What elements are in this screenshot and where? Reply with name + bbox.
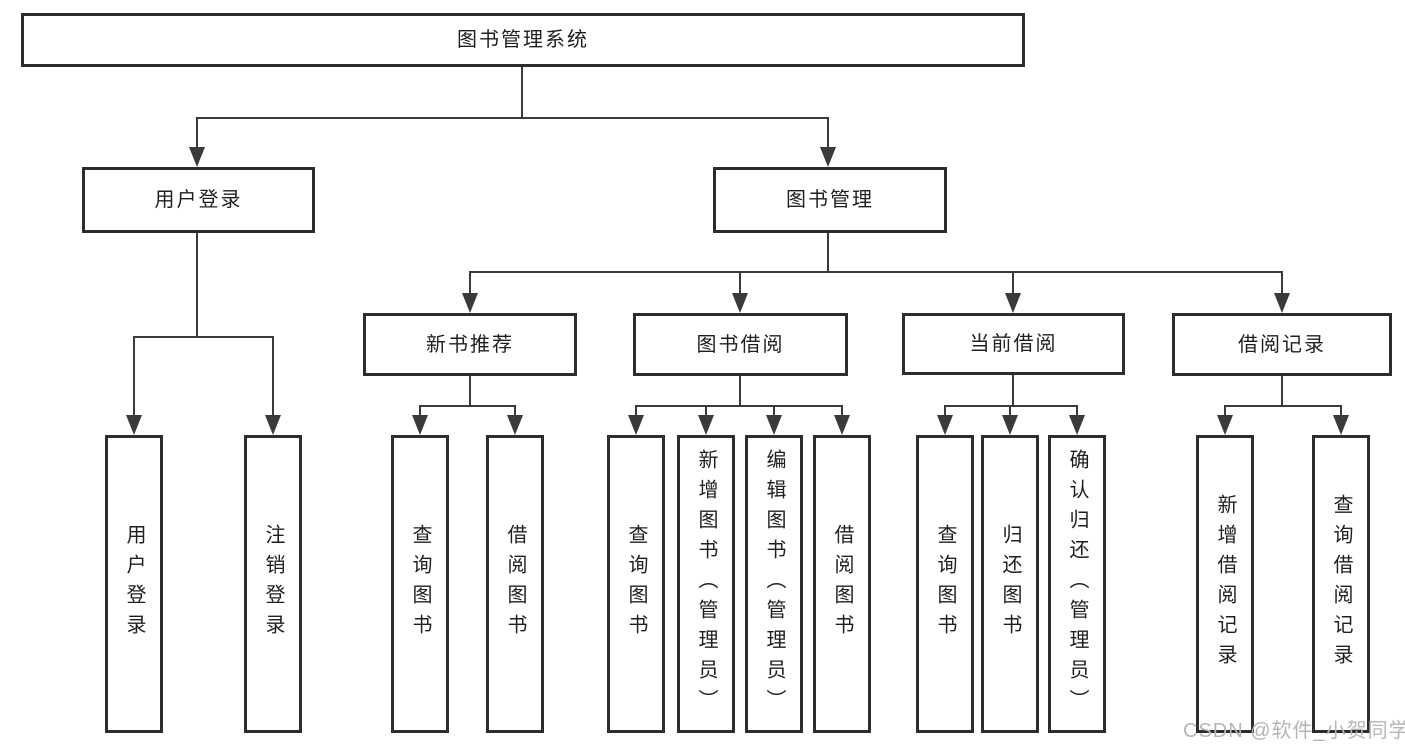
connector-drop-leaf xyxy=(419,405,421,418)
connector-user-login-bar xyxy=(133,336,274,338)
node-new-book-recommendation: 新书推荐 xyxy=(363,313,577,376)
connector-bar-new-book xyxy=(419,405,516,407)
leaf-query-borrow-record: 查询借阅记录 xyxy=(1312,435,1370,733)
node-book-borrowing: 图书借阅 xyxy=(633,313,848,376)
leaf-user-login: 用户登录 xyxy=(105,435,163,733)
connector-drop-current-borrow xyxy=(1012,271,1014,298)
connector-bar-borrow-records xyxy=(1224,405,1341,407)
connector-drop-leaf xyxy=(773,405,775,418)
leaf-query-books-borrowing: 查询图书 xyxy=(607,435,665,733)
node-user-login: 用户登录 xyxy=(82,167,315,233)
arrow-down-icon xyxy=(1002,415,1018,435)
connector-drop-leaf-login xyxy=(133,336,135,418)
node-borrowing-records: 借阅记录 xyxy=(1172,313,1392,376)
leaf-query-books-current: 查询图书 xyxy=(916,435,974,733)
arrow-down-icon xyxy=(628,415,644,435)
arrow-down-icon xyxy=(189,147,205,167)
connector-level1-bar xyxy=(197,117,829,119)
leaf-return-books: 归还图书 xyxy=(981,435,1039,733)
arrow-down-icon xyxy=(820,147,836,167)
connector-root-trunk xyxy=(521,67,523,118)
node-root-library-management-system: 图书管理系统 xyxy=(21,13,1025,67)
leaf-edit-books-admin: 编辑图书（管理员） xyxy=(745,435,803,733)
leaf-add-books-admin: 新增图书（管理员） xyxy=(677,435,735,733)
arrow-down-icon xyxy=(1333,415,1349,435)
connector-stem-current-borrow xyxy=(1012,375,1014,407)
connector-drop-leaf-logout xyxy=(272,336,274,418)
leaf-logout: 注销登录 xyxy=(244,435,302,733)
leaf-borrow-books-recommend: 借阅图书 xyxy=(486,435,544,733)
connector-drop-user-login xyxy=(196,117,198,150)
connector-drop-new-book xyxy=(469,271,471,298)
connector-drop-leaf xyxy=(1340,405,1342,418)
connector-book-mgmt-stem xyxy=(827,233,829,273)
arrow-down-icon xyxy=(698,415,714,435)
node-current-borrowing: 当前借阅 xyxy=(902,313,1125,375)
arrow-down-icon xyxy=(507,415,523,435)
connector-stem-book-borrow xyxy=(739,376,741,407)
connector-user-login-stem xyxy=(196,233,198,338)
connector-drop-leaf xyxy=(1224,405,1226,418)
connector-level2-bar xyxy=(469,271,1282,273)
connector-stem-new-book xyxy=(469,376,471,407)
arrow-down-icon xyxy=(732,293,748,313)
node-book-management: 图书管理 xyxy=(713,167,947,233)
connector-drop-leaf xyxy=(841,405,843,418)
connector-drop-borrow-records xyxy=(1281,271,1283,298)
connector-drop-leaf xyxy=(1076,405,1078,418)
leaf-confirm-return-admin: 确认归还（管理员） xyxy=(1048,435,1106,733)
arrow-down-icon xyxy=(1005,293,1021,313)
leaf-borrow-books: 借阅图书 xyxy=(813,435,871,733)
arrow-down-icon xyxy=(126,415,142,435)
arrow-down-icon xyxy=(265,415,281,435)
connector-drop-leaf xyxy=(705,405,707,418)
arrow-down-icon xyxy=(937,415,953,435)
arrow-down-icon xyxy=(1069,415,1085,435)
arrow-down-icon xyxy=(1274,293,1290,313)
leaf-add-borrow-record: 新增借阅记录 xyxy=(1196,435,1254,733)
connector-drop-book-borrow xyxy=(739,271,741,298)
arrow-down-icon xyxy=(766,415,782,435)
leaf-query-books-recommend: 查询图书 xyxy=(391,435,449,733)
arrow-down-icon xyxy=(834,415,850,435)
connector-drop-book-mgmt xyxy=(827,117,829,150)
connector-bar-book-borrow xyxy=(635,405,842,407)
connector-stem-borrow-records xyxy=(1281,376,1283,407)
connector-drop-leaf xyxy=(1009,405,1011,418)
arrow-down-icon xyxy=(462,293,478,313)
connector-drop-leaf xyxy=(944,405,946,418)
arrow-down-icon xyxy=(1217,415,1233,435)
connector-drop-leaf xyxy=(635,405,637,418)
arrow-down-icon xyxy=(412,415,428,435)
connector-drop-leaf xyxy=(514,405,516,418)
